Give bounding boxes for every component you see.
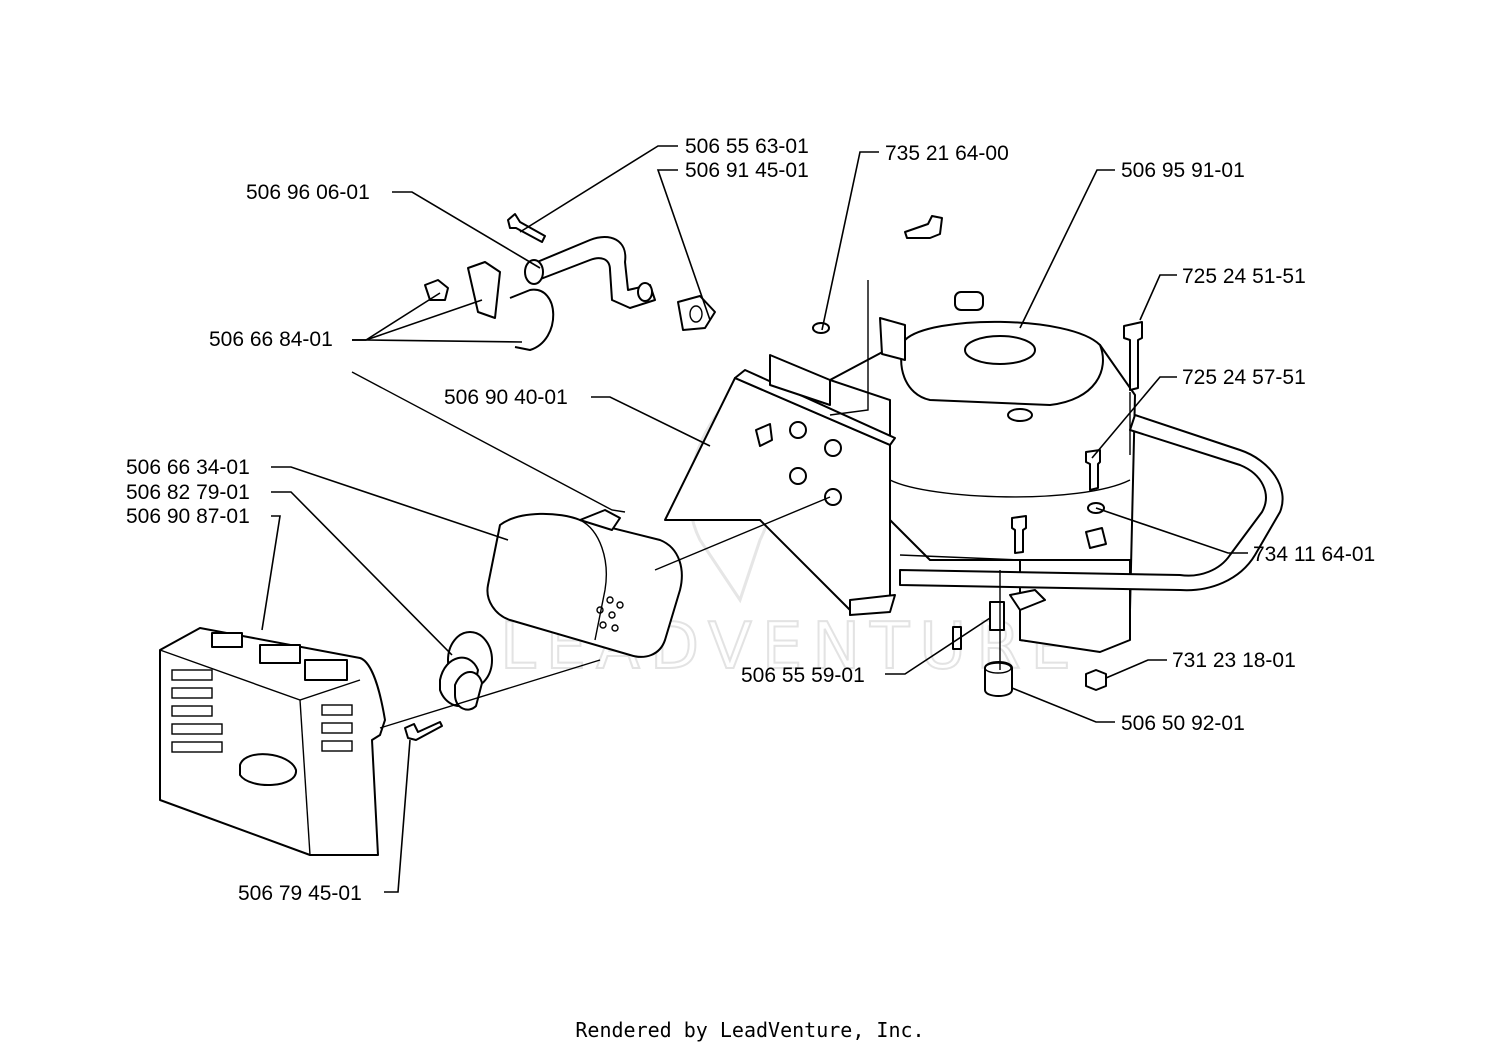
guard-vent-slots bbox=[171, 669, 353, 753]
screw-506-79-45-01[interactable] bbox=[404, 721, 443, 741]
label-506-55-59-01[interactable]: 506 55 59-01 bbox=[741, 664, 865, 687]
muffler-506-66-34-01[interactable] bbox=[486, 509, 683, 658]
label-506-90-40-01[interactable]: 506 90 40-01 bbox=[444, 386, 568, 409]
label-506-91-45-01[interactable]: 506 91 45-01 bbox=[685, 159, 809, 182]
part-labels: 506 55 63-01 506 91 45-01 506 96 06-01 7… bbox=[126, 135, 1375, 905]
deflector-506-82-79-01[interactable] bbox=[439, 631, 493, 711]
spacer-734-11-64-01[interactable] bbox=[1085, 527, 1107, 549]
label-725-24-57-51[interactable]: 725 24 57-51 bbox=[1182, 366, 1306, 389]
bushing-506-55-59-01[interactable] bbox=[989, 601, 1005, 631]
spacer-506-50-92-01[interactable] bbox=[984, 661, 1013, 697]
muffler-guard-506-90-87-01[interactable] bbox=[159, 627, 386, 856]
bracket-506-90-40-01[interactable] bbox=[664, 317, 906, 616]
bolt-725-24-51-51[interactable] bbox=[1123, 321, 1143, 391]
label-506-90-87-01[interactable]: 506 90 87-01 bbox=[126, 505, 250, 528]
assembly-lines bbox=[351, 280, 1131, 729]
muffler-vent-holes bbox=[596, 596, 624, 632]
washer-735-21-64-00[interactable] bbox=[812, 322, 830, 334]
nut-731-23-18-01[interactable] bbox=[1085, 669, 1107, 691]
gasket-506-91-45-01[interactable] bbox=[677, 295, 716, 331]
label-506-50-92-01[interactable]: 506 50 92-01 bbox=[1121, 712, 1245, 735]
exhaust-pipe-506-96-06-01[interactable] bbox=[524, 235, 656, 309]
label-506-66-84-01[interactable]: 506 66 84-01 bbox=[209, 328, 333, 351]
footer-credit: Rendered by LeadVenture, Inc. bbox=[575, 1018, 925, 1042]
leader-lines bbox=[261, 145, 1248, 893]
label-506-96-06-01[interactable]: 506 96 06-01 bbox=[246, 181, 370, 204]
clamp-506-66-84-01[interactable] bbox=[424, 261, 555, 351]
bolt-725-24-57-51-b[interactable] bbox=[1011, 515, 1027, 554]
label-506-55-63-01[interactable]: 506 55 63-01 bbox=[685, 135, 809, 158]
bolt-725-24-57-51[interactable] bbox=[1085, 449, 1101, 491]
label-734-11-64-01[interactable]: 734 11 64-01 bbox=[1253, 543, 1375, 566]
label-506-66-34-01[interactable]: 506 66 34-01 bbox=[126, 456, 250, 479]
label-506-82-79-01[interactable]: 506 82 79-01 bbox=[126, 481, 250, 504]
frame-tube[interactable] bbox=[899, 414, 1284, 592]
label-506-79-45-01[interactable]: 506 79 45-01 bbox=[238, 882, 362, 905]
label-731-23-18-01[interactable]: 731 23 18-01 bbox=[1172, 649, 1296, 672]
bolt-735-21-64-00[interactable] bbox=[904, 215, 943, 239]
label-725-24-51-51[interactable]: 725 24 51-51 bbox=[1182, 265, 1306, 288]
label-506-95-91-01[interactable]: 506 95 91-01 bbox=[1121, 159, 1245, 182]
label-735-21-64-00[interactable]: 735 21 64-00 bbox=[885, 142, 1009, 165]
